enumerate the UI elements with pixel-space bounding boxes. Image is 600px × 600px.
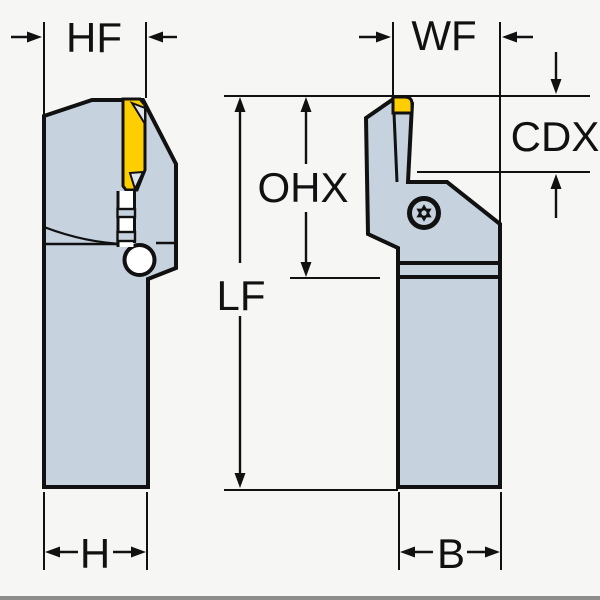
bottom-edge-line (0, 596, 600, 600)
insert-bottom-facet (128, 170, 145, 192)
front-view-body (42, 98, 178, 489)
wf-label: WF (411, 12, 476, 59)
h-label: H (80, 530, 110, 577)
side-view (363, 95, 502, 489)
hf-label: HF (66, 14, 122, 61)
hf-arrowhead-left (27, 31, 42, 43)
dim-cdx: CDX (511, 52, 600, 218)
insert-side-view (391, 95, 414, 115)
lf-arrowhead-top (234, 97, 246, 112)
wf-arrowhead-left (376, 31, 391, 43)
b-arrowhead-right (485, 546, 500, 558)
slot-serration-2 (116, 230, 137, 243)
torx-screw (407, 196, 441, 230)
reference-lines (224, 95, 590, 491)
cdx-label: CDX (511, 113, 600, 160)
lf-arrowhead-bottom (234, 473, 246, 488)
dim-wf: WF (359, 12, 533, 223)
blade-seam (392, 112, 399, 183)
dim-ohx: OHX (257, 97, 349, 277)
b-label: B (437, 530, 465, 577)
ohx-arrowhead-top (300, 97, 312, 112)
wf-arrowhead-right (502, 31, 517, 43)
hook-hole (122, 243, 157, 277)
h-arrowhead-left (45, 546, 60, 558)
cdx-arrowhead-top (550, 79, 562, 94)
dim-hf: HF (11, 14, 177, 114)
cdx-arrowhead-bottom (550, 174, 562, 189)
torx-center-dot (421, 210, 427, 216)
hf-arrowhead-right (148, 31, 163, 43)
front-view (42, 97, 178, 489)
dim-h: H (43, 492, 148, 577)
ohx-label: OHX (257, 164, 348, 211)
dim-b: B (398, 492, 502, 577)
lf-label: LF (216, 272, 265, 319)
dim-lf: LF (216, 97, 266, 488)
slot-serration-1 (116, 207, 137, 219)
b-arrowhead-left (400, 546, 415, 558)
h-arrowhead-right (131, 546, 146, 558)
insert-front-view (121, 97, 147, 192)
ohx-arrowhead-bottom (300, 262, 312, 277)
insert-top-facet (129, 101, 146, 128)
